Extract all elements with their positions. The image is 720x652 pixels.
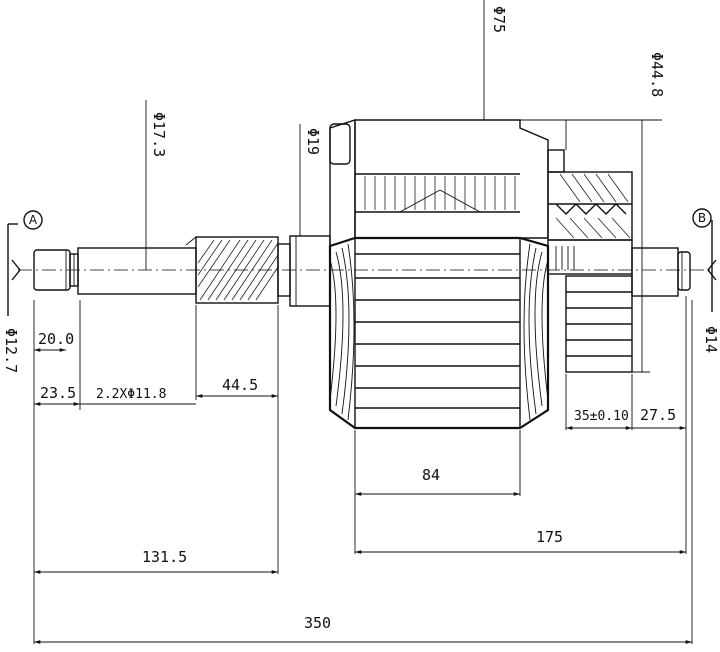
extension-lines [33, 0, 693, 644]
dim-len-20-0: 20.0 [38, 330, 74, 348]
dim-len-175: 175 [536, 528, 563, 546]
dim-dia-12-7: Φ12.7 [2, 328, 20, 373]
section-marker-b: B [692, 208, 717, 312]
dim-len-131-5: 131.5 [142, 548, 187, 566]
dim-dia-19: Φ19 [304, 128, 322, 155]
dim-dia-17-3: Φ17.3 [150, 112, 168, 157]
section-marker-a: A [7, 210, 43, 316]
dim-groove: 2.2XΦ11.8 [96, 387, 166, 402]
core-upper-section [329, 119, 549, 247]
section-marker-a-label: A [29, 213, 38, 227]
commutator-upper-section [547, 149, 633, 241]
section-marker-b-label: B [698, 211, 706, 225]
collar-section [277, 235, 331, 307]
dim-dia-44-8: Φ44.8 [648, 52, 666, 97]
dim-len-44-5: 44.5 [222, 376, 258, 394]
armature-core [328, 236, 550, 430]
shaft-left-end [33, 247, 197, 295]
dim-len-23-5: 23.5 [40, 384, 76, 402]
dim-len-84: 84 [422, 466, 440, 484]
dim-dia-14: Φ14 [702, 326, 720, 353]
dim-len-27-5: 27.5 [640, 406, 676, 424]
dim-len-35: 35±0.10 [574, 409, 629, 424]
dim-len-350: 350 [304, 614, 331, 632]
commutator-lower [547, 239, 633, 373]
dim-dia-75: Φ75 [490, 6, 508, 33]
shaft-right-end [631, 247, 691, 297]
dimension-lines [34, 348, 692, 644]
